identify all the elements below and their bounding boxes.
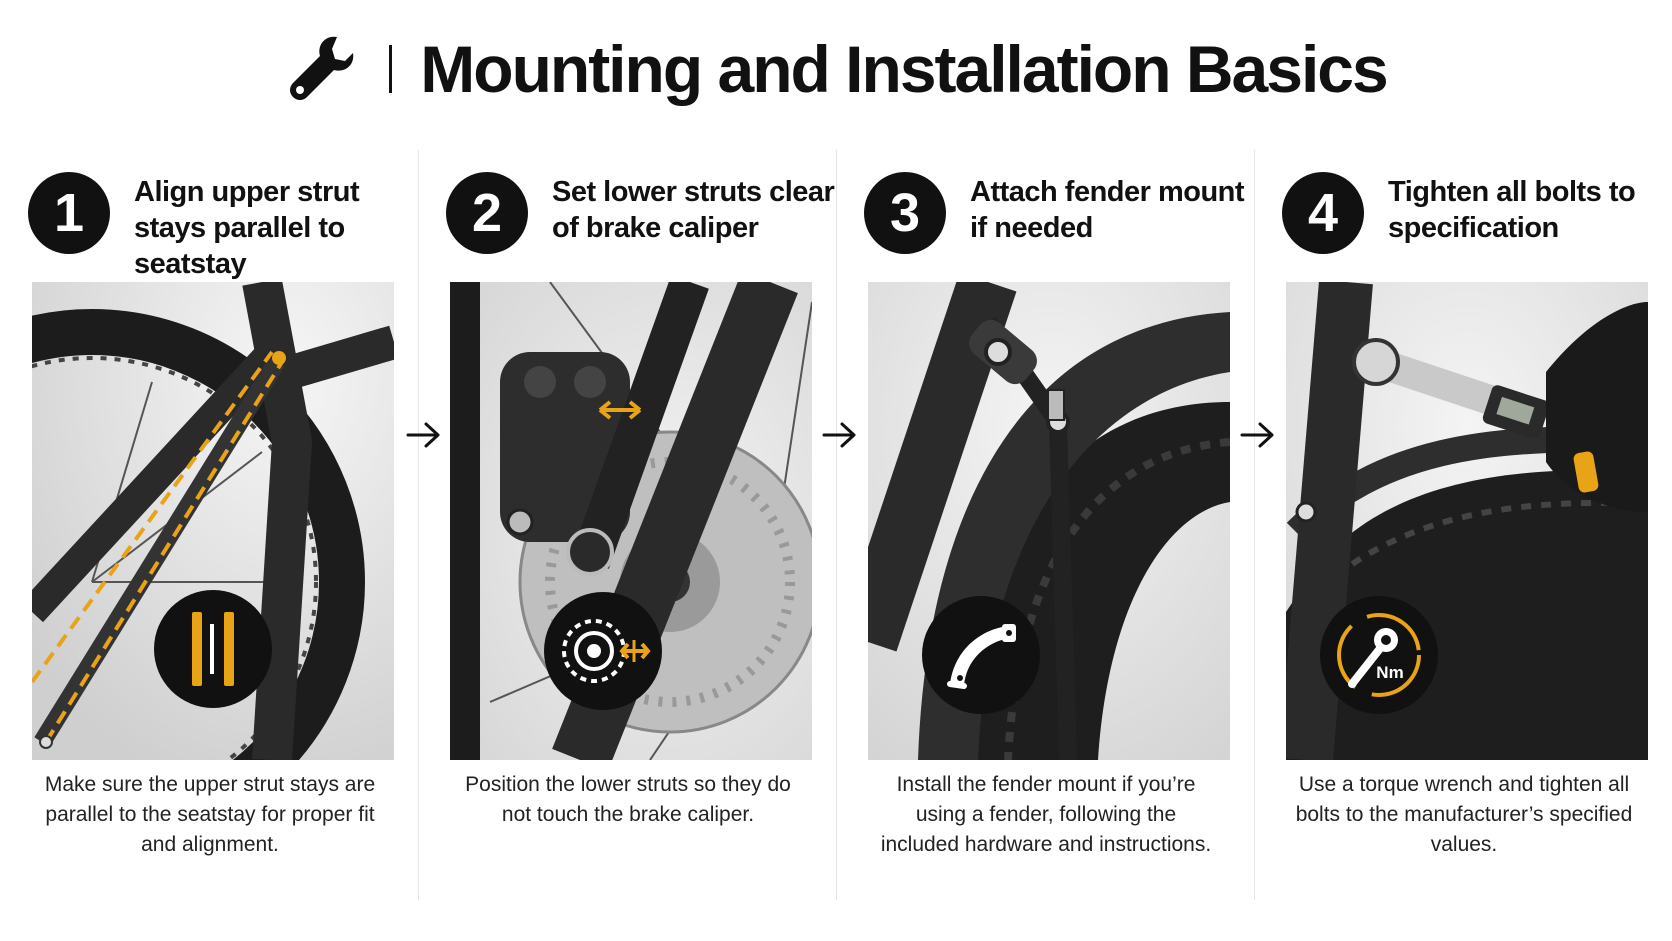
step-description: Make sure the upper strut stays are para… <box>44 773 376 856</box>
step-4: 4 Tighten all bolts to specification <box>1254 150 1672 910</box>
steps: 1 Align upper strut stays parallel to se… <box>0 150 1672 910</box>
step-description: Use a torque wrench and tighten all bolt… <box>1295 773 1633 856</box>
step-illustration <box>32 282 394 760</box>
wrench-icon <box>290 36 354 100</box>
step-number: 2 <box>446 172 528 254</box>
step-description: Position the lower struts so they do not… <box>465 773 791 826</box>
column-divider <box>836 150 837 900</box>
parallel-lines-icon <box>154 590 272 708</box>
step-header: 4 Tighten all bolts to specification <box>1282 162 1662 272</box>
step-illustration <box>1286 282 1648 760</box>
arrow-right-icon <box>822 422 856 448</box>
step-number: 3 <box>864 172 946 254</box>
step-illustration <box>868 282 1230 760</box>
arrow-right-icon <box>406 422 440 448</box>
step-title: Tighten all bolts to specification <box>1388 176 1636 244</box>
step-title: Attach fender mount if needed <box>970 176 1245 244</box>
step-1: 1 Align upper strut stays parallel to se… <box>0 150 418 910</box>
header: Mounting and Installation Basics <box>0 24 1672 114</box>
page-title: Mounting and Installation Basics <box>420 32 1388 106</box>
torque-unit-label: Nm <box>1376 663 1403 682</box>
fender-icon <box>922 596 1040 714</box>
step-3: 3 Attach fender mount if needed <box>836 150 1254 910</box>
column-divider <box>418 150 419 900</box>
step-description: Install the fender mount if you’re using… <box>880 773 1212 856</box>
step-number: 4 <box>1282 172 1364 254</box>
torque-wrench-icon: Nm <box>1320 596 1438 714</box>
disc-brake-clearance-icon <box>544 592 662 710</box>
column-divider <box>1254 150 1255 900</box>
step-title: Align upper strut stays parallel to seat… <box>134 176 360 280</box>
step-header: 2 Set lower struts clear of brake calipe… <box>446 162 835 272</box>
step-header: 1 Align upper strut stays parallel to se… <box>28 162 408 280</box>
title-separator <box>389 45 393 93</box>
step-title: Set lower struts clear of brake caliper <box>552 176 835 244</box>
step-2: 2 Set lower struts clear of brake calipe… <box>418 150 836 910</box>
step-number: 1 <box>28 172 110 254</box>
step-header: 3 Attach fender mount if needed <box>864 162 1245 272</box>
arrow-right-icon <box>1240 422 1274 448</box>
